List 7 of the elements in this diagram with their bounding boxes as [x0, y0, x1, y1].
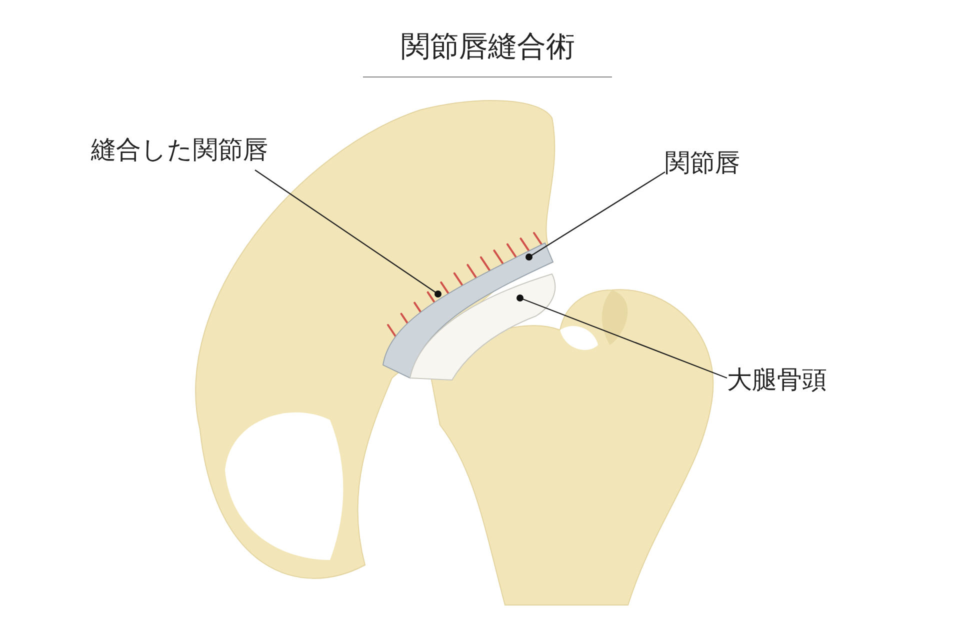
callout-label: 関節唇: [665, 148, 740, 177]
leader-line: [254, 170, 442, 298]
callout-label: 縫合した関節唇: [91, 135, 268, 164]
leader-line: [516, 294, 728, 379]
callout-label: 大腿骨頭: [727, 365, 827, 394]
leader-line: [526, 172, 666, 260]
title: 関節唇縫合術: [400, 28, 576, 65]
